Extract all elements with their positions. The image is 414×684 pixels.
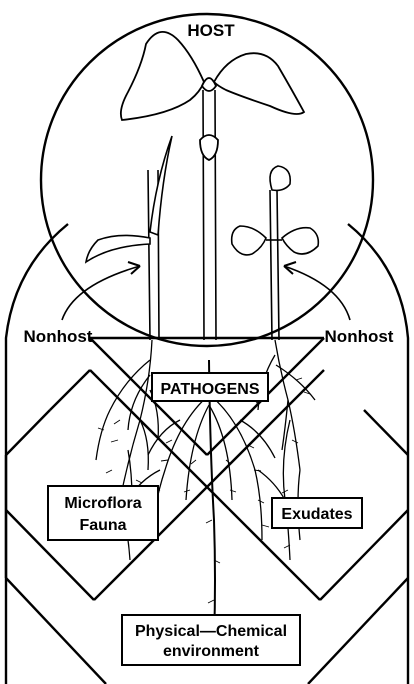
- host-circle: [41, 14, 373, 346]
- octagon-right-lower: [308, 578, 408, 684]
- physical-chemical-label: Physical—Chemical: [135, 623, 287, 640]
- pathogens-label: PATHOGENS: [161, 381, 260, 398]
- stems: [148, 90, 279, 340]
- host-leaf-right: [214, 53, 304, 114]
- right-nonhost-arrow: [284, 266, 350, 320]
- octagon-left-upper: [6, 410, 50, 455]
- right-leaf-top: [270, 166, 290, 190]
- right-nonhost-stem: [270, 190, 279, 340]
- right-nonhost-leaves: [232, 166, 319, 255]
- host-bud: [202, 78, 216, 91]
- left-leaf-blade-2: [86, 235, 150, 262]
- nonhost-right-label: Nonhost: [325, 327, 394, 346]
- octagon-right-upper: [364, 410, 408, 455]
- host-label: HOST: [187, 21, 235, 40]
- left-plant-roots: [120, 340, 152, 500]
- microflora-label: Microflora: [64, 495, 141, 512]
- fauna-label: Fauna: [79, 517, 126, 534]
- environment-label: environment: [163, 643, 260, 660]
- left-nonhost-arrow: [62, 266, 140, 320]
- host-leaves: [121, 32, 304, 160]
- host-leaf-left: [121, 32, 204, 120]
- exudates-label: Exudates: [281, 506, 352, 523]
- left-leaf-blade-1: [150, 136, 172, 235]
- right-leaf-left: [232, 226, 266, 255]
- octagon-left-lower: [6, 578, 106, 684]
- nonhost-left-label: Nonhost: [24, 327, 93, 346]
- diagonal-upper-left: [50, 370, 90, 410]
- host-stem: [203, 90, 216, 340]
- framework-lines: [6, 14, 408, 684]
- right-leaf-right: [282, 228, 318, 254]
